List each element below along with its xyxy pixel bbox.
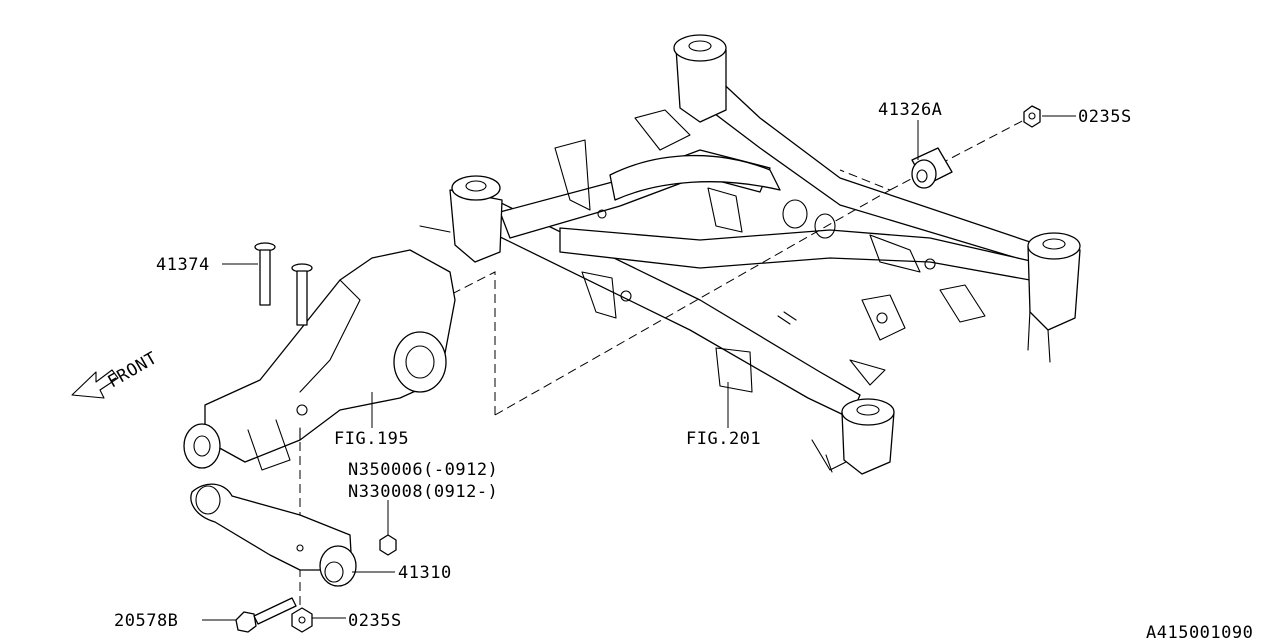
part-label-0235S-upper: 0235S (1078, 107, 1132, 127)
alignment-line-diff (439, 271, 496, 415)
fig-label-201: FIG.201 (686, 429, 761, 449)
part-label-N330008: N330008(0912-) (348, 482, 498, 502)
front-arrow-icon (71, 369, 119, 399)
nut-upper (1023, 105, 1041, 128)
part-label-0235S-lower: 0235S (348, 611, 402, 631)
nut-lower (291, 607, 313, 633)
part-label-41326A: 41326A (878, 100, 942, 120)
part-label-41310: 41310 (398, 563, 452, 583)
diagram-code: A415001090 (1146, 623, 1253, 640)
fig-label-195: FIG.195 (334, 429, 409, 449)
nut-middle (379, 534, 397, 556)
upper-bolts (254, 242, 313, 326)
part-label-N350006: N350006(-0912) (348, 460, 498, 480)
bushing-41326A (911, 147, 953, 189)
front-label: FRONT (105, 348, 161, 392)
front-member (190, 483, 357, 587)
bolt-lower (235, 597, 297, 633)
rear-differential (183, 249, 456, 471)
part-label-20578B: 20578B (114, 611, 178, 631)
alignment-line-bushing (889, 117, 1029, 191)
part-label-41374: 41374 (156, 255, 210, 275)
rear-subframe (419, 34, 1081, 475)
